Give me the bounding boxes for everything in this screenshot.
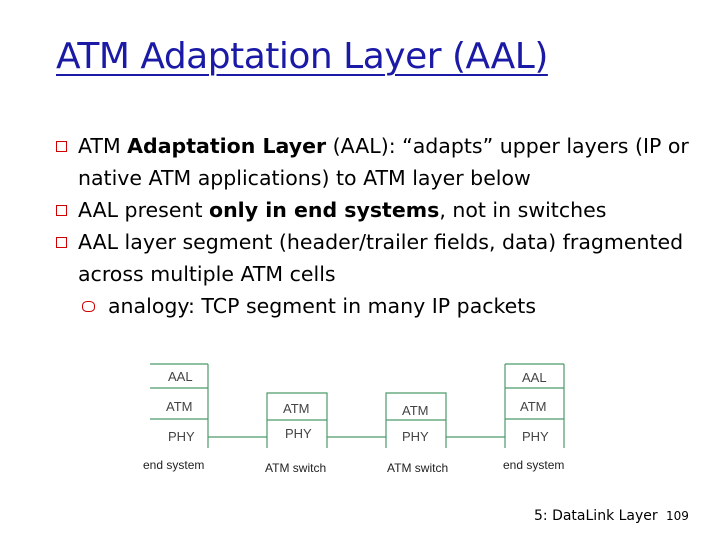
slide-title: ATM Adaptation Layer (AAL) (56, 36, 548, 77)
sub-bullet-1: analogy: TCP segment in many IP packets (54, 290, 704, 322)
page-number: 109 (666, 509, 689, 523)
square-bullet-icon (56, 141, 67, 152)
bullet-1: ATM Adaptation Layer (AAL): “adapts” upp… (54, 130, 704, 194)
bold-term: only in end systems (209, 198, 440, 222)
stack3-phy-label: PHY (402, 429, 429, 444)
stack1-phy-label: PHY (168, 429, 195, 444)
bullet-list: ATM Adaptation Layer (AAL): “adapts” upp… (54, 130, 704, 322)
stack2-caption: ATM switch (265, 461, 327, 475)
protocol-stack-diagram: AAL ATM PHY end system ATM PHY ATM switc… (0, 355, 720, 485)
bullet-3: AAL layer segment (header/trailer fields… (54, 226, 704, 290)
stack3-atm-label: ATM (402, 403, 429, 418)
square-bullet-icon (56, 237, 67, 248)
stack1-caption: end system (143, 458, 205, 472)
footer-chapter: 5: DataLink Layer (534, 508, 658, 524)
stack3-caption: ATM switch (387, 461, 449, 475)
square-bullet-icon (56, 205, 67, 216)
stack4-phy-label: PHY (522, 429, 549, 444)
stack2-phy-label: PHY (285, 426, 312, 441)
stack4-aal-label: AAL (522, 370, 547, 385)
ring-bullet-icon (82, 301, 95, 312)
stack1-aal-label: AAL (168, 369, 193, 384)
stack2-atm-label: ATM (283, 401, 310, 416)
bullet-2: AAL present only in end systems, not in … (54, 194, 704, 226)
stack4-caption: end system (503, 458, 565, 472)
diagram-lines (150, 363, 565, 448)
bold-term: Adaptation Layer (127, 134, 327, 158)
stack1-atm-label: ATM (166, 399, 193, 414)
stack4-atm-label: ATM (520, 399, 547, 414)
